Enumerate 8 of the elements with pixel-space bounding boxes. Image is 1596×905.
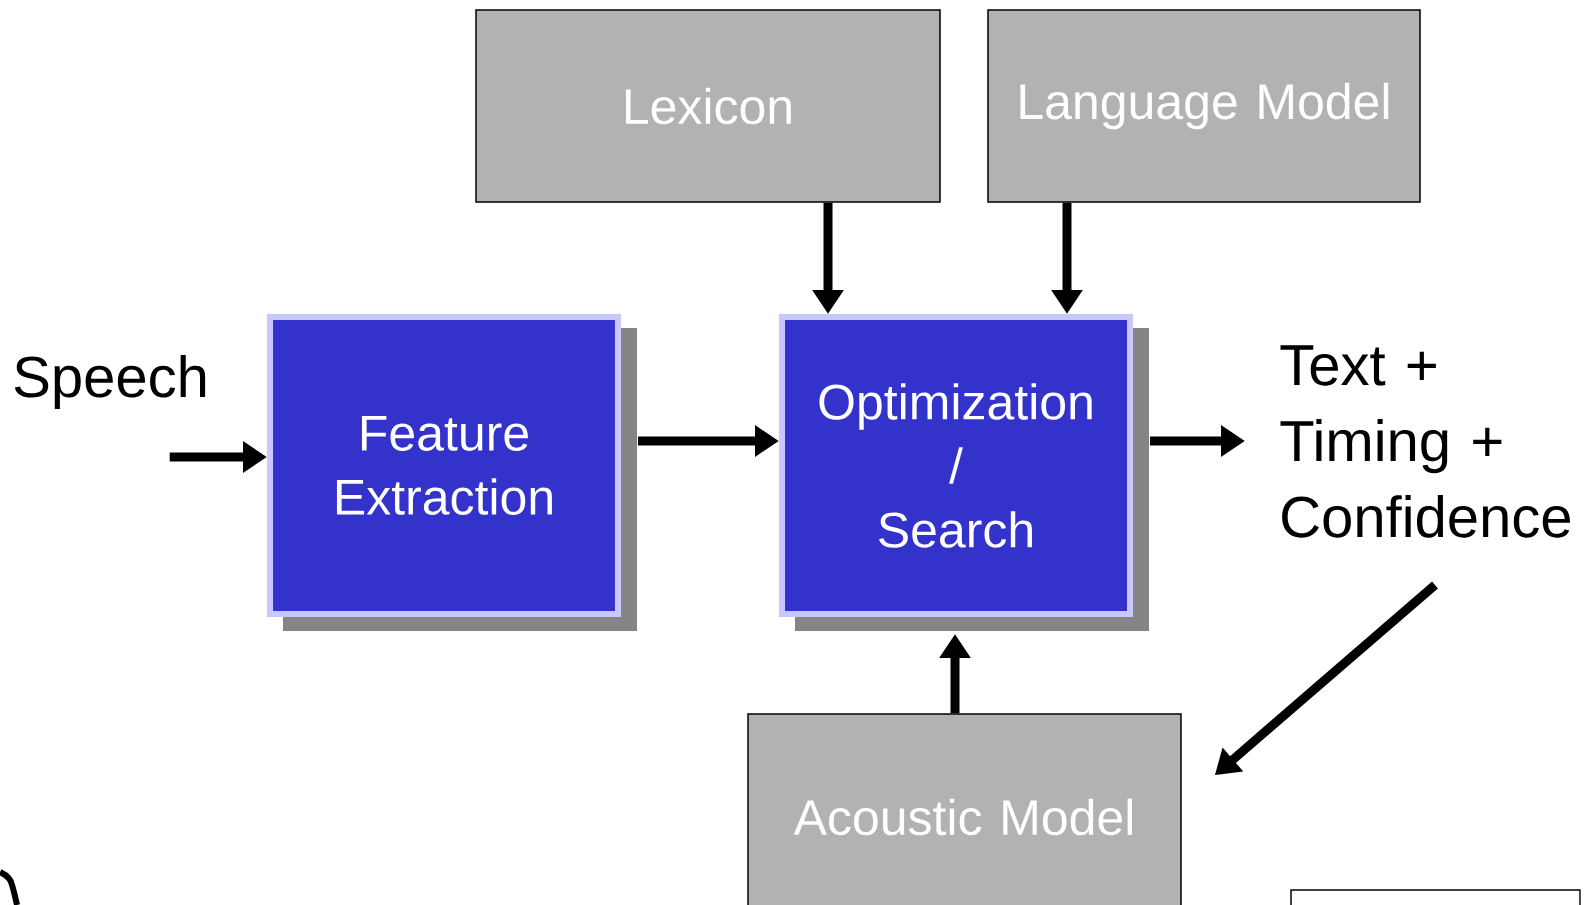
process-box: Optimization / Search — [779, 314, 1149, 631]
input-label: Speech — [14, 354, 206, 409]
model-box: Lexicon — [475, 9, 941, 203]
empty-box — [1290, 889, 1581, 905]
output-label: Text + Timing + Confidence — [1280, 345, 1570, 538]
model-box: Language Model — [987, 9, 1421, 203]
process-box: Feature Extraction — [267, 314, 637, 631]
model-box: Acoustic Model — [747, 713, 1182, 905]
